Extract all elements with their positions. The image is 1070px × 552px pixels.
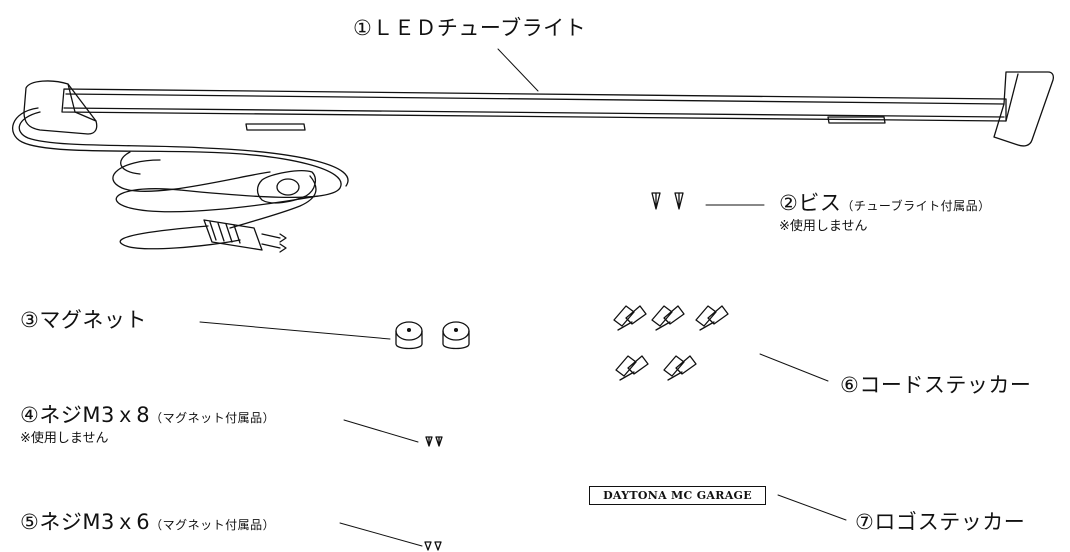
part-label-screw-m3x6: ⑤ネジM3ｘ6（マグネット付属品） <box>20 512 275 533</box>
leader-lines <box>199 48 847 547</box>
small-screw-icon <box>424 541 442 551</box>
part-label-screws: ②ビス（チューブライト付属品） <box>779 193 991 214</box>
part-label-screws-sub: （チューブライト付属品） <box>841 199 991 213</box>
part-label-screws-name: ②ビス <box>779 191 842 215</box>
part-label-logo-sticker: ⑦ロゴステッカー <box>855 510 1026 534</box>
small-screw-icon <box>425 436 443 447</box>
power-cord <box>12 107 349 253</box>
logo-sticker-text: DAYTONA MC GARAGE <box>603 489 752 502</box>
part-label-screw-m3x8-name: ④ネジM3ｘ8 <box>20 403 151 427</box>
part-label-magnet: ③マグネット <box>20 308 147 332</box>
logo-sticker: DAYTONA MC GARAGE <box>589 486 766 505</box>
screw-icon <box>651 192 684 210</box>
cord-sticker-icon <box>613 305 729 381</box>
part-label-screw-m3x8-sub: （マグネット付属品） <box>150 411 276 425</box>
part-label-screw-m3x8: ④ネジM3ｘ8（マグネット付属品） <box>20 405 275 426</box>
led-tube-light <box>23 71 1054 147</box>
part-label-screw-m3x6-name: ⑤ネジM3ｘ6 <box>20 510 151 534</box>
part-label-led-tube-light: ①ＬＥＤチューブライト <box>353 16 587 40</box>
magnet-icon <box>395 321 470 350</box>
note-not-used: ※使用しません <box>20 431 109 446</box>
part-label-cord-sticker: ⑥コードステッカー <box>840 373 1032 397</box>
note-not-used: ※使用しません <box>779 219 868 234</box>
part-label-screw-m3x6-sub: （マグネット付属品） <box>150 518 276 532</box>
